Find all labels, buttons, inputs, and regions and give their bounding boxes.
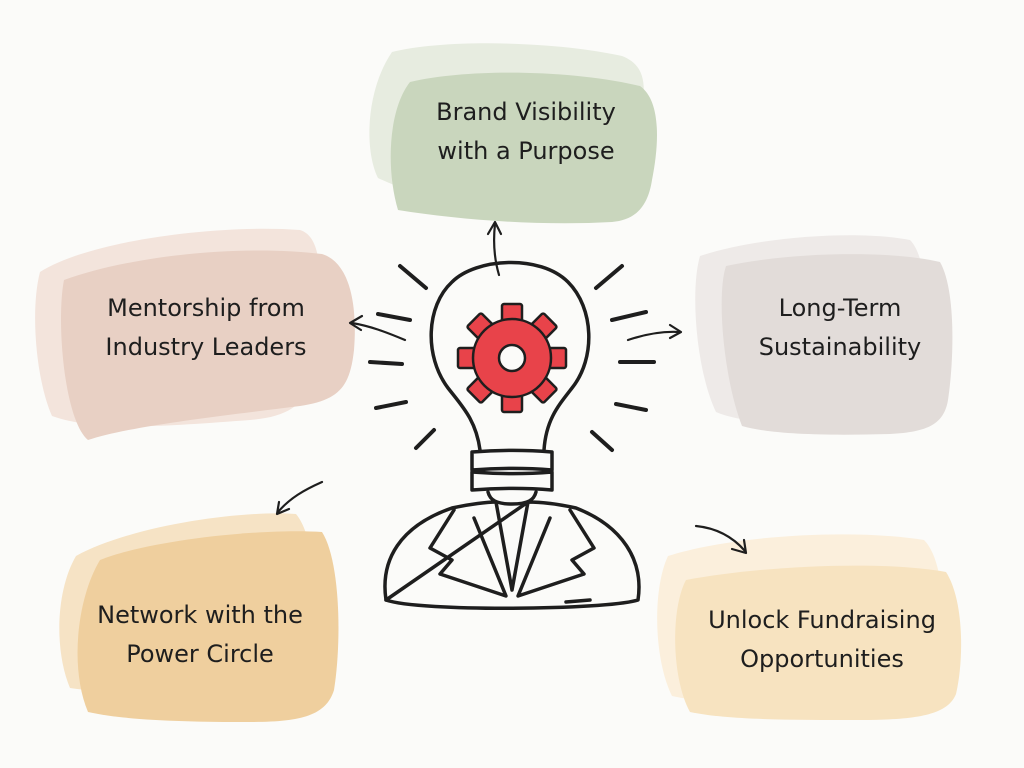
node-longterm-label: Long-Term Sustainability — [730, 289, 950, 367]
node-brand-line1: Brand Visibility — [436, 98, 616, 126]
node-brand-shape — [369, 43, 657, 224]
arrow-to-network — [275, 480, 324, 516]
gear-icon — [456, 302, 568, 414]
node-longterm-line2: Sustainability — [758, 333, 922, 361]
node-fundraising-line1: Unlock Fundraising — [708, 606, 936, 634]
node-longterm-shape — [695, 235, 953, 435]
node-brand-line2: with a Purpose — [437, 137, 615, 165]
arrow-to-mentorship — [348, 314, 407, 342]
node-network-line1: Network with the — [97, 601, 303, 629]
node-fundraising-shape — [657, 534, 962, 720]
node-fundraising-line2: Opportunities — [740, 645, 904, 673]
node-network-line2: Power Circle — [126, 640, 274, 668]
node-fundraising-label: Unlock Fundraising Opportunities — [682, 601, 962, 679]
arrow-to-longterm — [626, 323, 683, 342]
node-mentorship-line1: Mentorship from — [107, 294, 305, 322]
arrow-to-brand — [486, 220, 503, 277]
lightbulb-head-icon — [368, 260, 656, 610]
arrow-to-fundraising — [694, 524, 748, 555]
node-brand-label: Brand Visibility with a Purpose — [404, 93, 648, 171]
node-mentorship-label: Mentorship from Industry Leaders — [68, 289, 344, 367]
node-mentorship-shape — [35, 228, 355, 440]
node-network-shape — [59, 513, 339, 722]
light-rays — [368, 264, 656, 452]
node-network-label: Network with the Power Circle — [74, 596, 326, 674]
node-longterm-line1: Long-Term — [778, 294, 902, 322]
node-mentorship-line2: Industry Leaders — [105, 333, 307, 361]
